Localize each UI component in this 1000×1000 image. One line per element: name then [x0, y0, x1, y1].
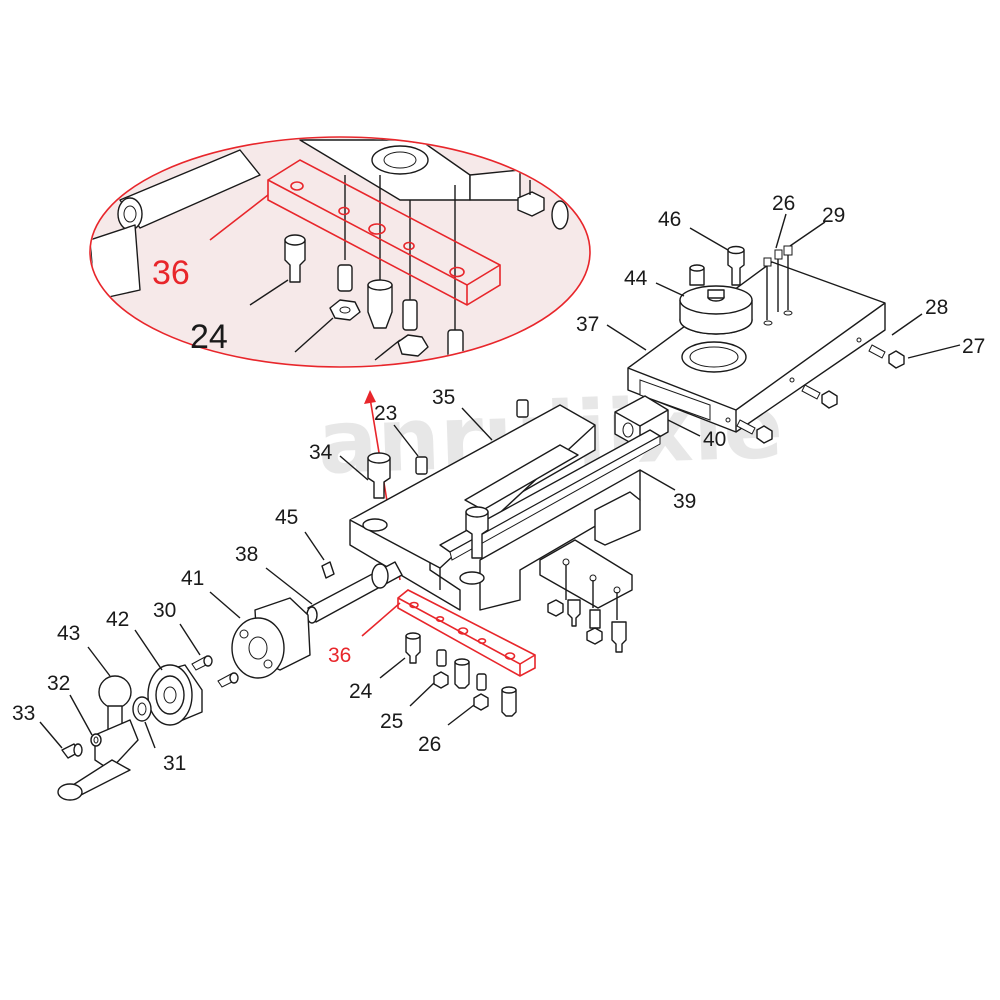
zoom-label-36: 36 — [152, 254, 190, 292]
part-label-31: 31 — [163, 752, 186, 775]
screw-34 — [367, 452, 391, 499]
part-label-24: 24 — [349, 680, 373, 703]
part-label-41: 41 — [181, 567, 204, 590]
part-labels: 46 26 29 44 37 28 27 35 23 34 40 39 45 3… — [12, 192, 985, 775]
zoom-callout-detail — [91, 139, 569, 361]
part-label-29: 29 — [822, 204, 845, 227]
screws-30 — [191, 655, 239, 688]
part-label-27: 27 — [962, 335, 985, 358]
pins-26-29 — [763, 245, 793, 326]
part-label-45: 45 — [275, 506, 298, 529]
part-label-28: 28 — [925, 296, 948, 319]
part-label-33: 33 — [12, 702, 35, 725]
part-label-44: 44 — [624, 267, 648, 290]
bar-fasteners — [405, 632, 517, 717]
cross-slide-top-screw — [465, 506, 489, 559]
part-label-26-top: 26 — [772, 192, 795, 215]
part-label-43: 43 — [57, 622, 80, 645]
part-label-37: 37 — [576, 313, 599, 336]
set-screw-23 — [415, 456, 428, 475]
part-label-34: 34 — [309, 441, 333, 464]
part-label-35: 35 — [432, 386, 455, 409]
part-label-25: 25 — [380, 710, 403, 733]
part-label-36: 36 — [328, 644, 351, 667]
lead-screw-38 — [306, 561, 403, 624]
key-45 — [321, 561, 335, 579]
compound-slide — [627, 261, 886, 433]
part-label-38: 38 — [235, 543, 258, 566]
tool-post-base — [679, 264, 753, 335]
zoom-leader-36 — [209, 194, 269, 241]
washer-31 — [132, 696, 152, 722]
zoom-label-24: 24 — [190, 318, 228, 356]
part-label-46: 46 — [658, 208, 681, 231]
part-label-40: 40 — [703, 428, 726, 451]
part-label-30: 30 — [153, 599, 176, 622]
washer-32 — [90, 733, 102, 747]
part-label-32: 32 — [47, 672, 70, 695]
zoom-callout: 36 24 — [89, 136, 591, 368]
dial-42 — [147, 664, 203, 726]
gib-screws — [736, 344, 905, 444]
handle-crank — [57, 675, 139, 801]
bearing-housing-41 — [231, 597, 311, 679]
lower-plate — [539, 539, 633, 653]
leader-lines — [39, 213, 961, 749]
bar-36 — [397, 589, 536, 677]
screw-33 — [61, 743, 83, 759]
zoom-leader-24 — [249, 279, 289, 306]
part-label-23: 23 — [374, 402, 397, 425]
part-label-42: 42 — [106, 608, 129, 631]
set-screw-top — [516, 399, 529, 418]
part-label-39: 39 — [673, 490, 696, 513]
part-label-26-bottom: 26 — [418, 733, 441, 756]
screw-46 — [727, 245, 745, 286]
